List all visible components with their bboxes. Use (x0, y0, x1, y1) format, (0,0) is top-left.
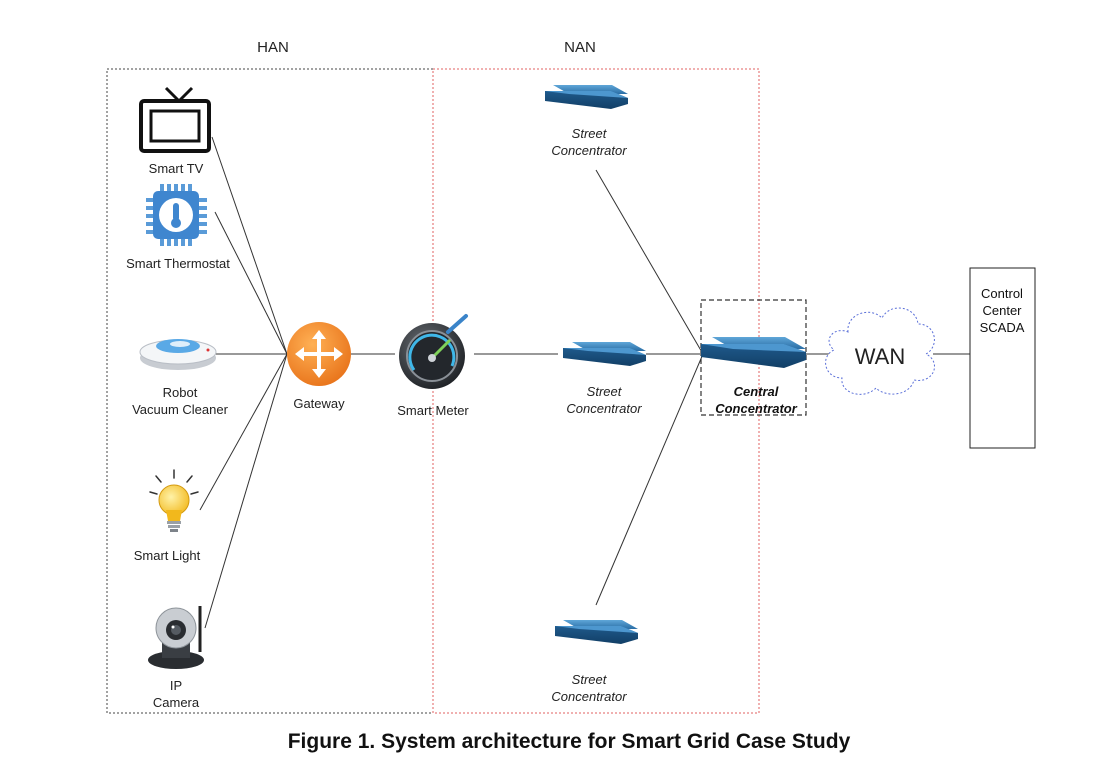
figure-caption: Figure 1. System architecture for Smart … (288, 730, 851, 753)
wan-label: WAN (855, 344, 906, 369)
links (199, 136, 970, 629)
smart-tv-label: Smart TV (149, 161, 204, 176)
central-concentrator-line1: Central (734, 384, 779, 399)
smart-meter-icon (399, 314, 468, 389)
street-concentrator-middle-line2: Concentrator (566, 401, 642, 416)
robot-vacuum-label-line1: Robot (163, 385, 198, 400)
smart-meter-label: Smart Meter (397, 403, 469, 418)
street-concentrator-bottom-line2: Concentrator (551, 689, 627, 704)
server-icon-middle (563, 342, 646, 366)
robot-vacuum-icon (139, 339, 217, 370)
server-icon-bottom (555, 620, 638, 644)
street-concentrator-bottom-line1: Street (572, 672, 608, 687)
street-concentrator-top-line1: Street (572, 126, 608, 141)
han-label: HAN (257, 39, 289, 56)
light-bulb-icon (149, 469, 199, 532)
wan-cloud (825, 307, 936, 395)
gateway-icon (287, 322, 351, 386)
smart-thermostat-label: Smart Thermostat (126, 256, 230, 271)
street-concentrator-middle-line1: Street (587, 384, 623, 399)
ip-camera-label-line1: IP (170, 678, 182, 693)
control-center-line2: Center (982, 303, 1022, 318)
nan-label: NAN (564, 39, 596, 56)
street-concentrator-top-line2: Concentrator (551, 143, 627, 158)
ip-camera-label-line2: Camera (153, 695, 200, 710)
thermostat-icon (146, 184, 207, 246)
nan-zone-box (432, 68, 760, 714)
ip-camera-icon (148, 606, 204, 669)
control-center-line3: SCADA (980, 320, 1025, 335)
central-server-icon (701, 337, 806, 368)
tv-icon (139, 86, 211, 153)
central-concentrator-line2: Concentrator (715, 401, 798, 416)
control-center-box (969, 267, 1036, 449)
server-icon-top (545, 85, 628, 109)
smart-light-label: Smart Light (134, 548, 201, 563)
gateway-label: Gateway (293, 396, 345, 411)
control-center-line1: Control (981, 286, 1023, 301)
robot-vacuum-label-line2: Vacuum Cleaner (132, 402, 229, 417)
